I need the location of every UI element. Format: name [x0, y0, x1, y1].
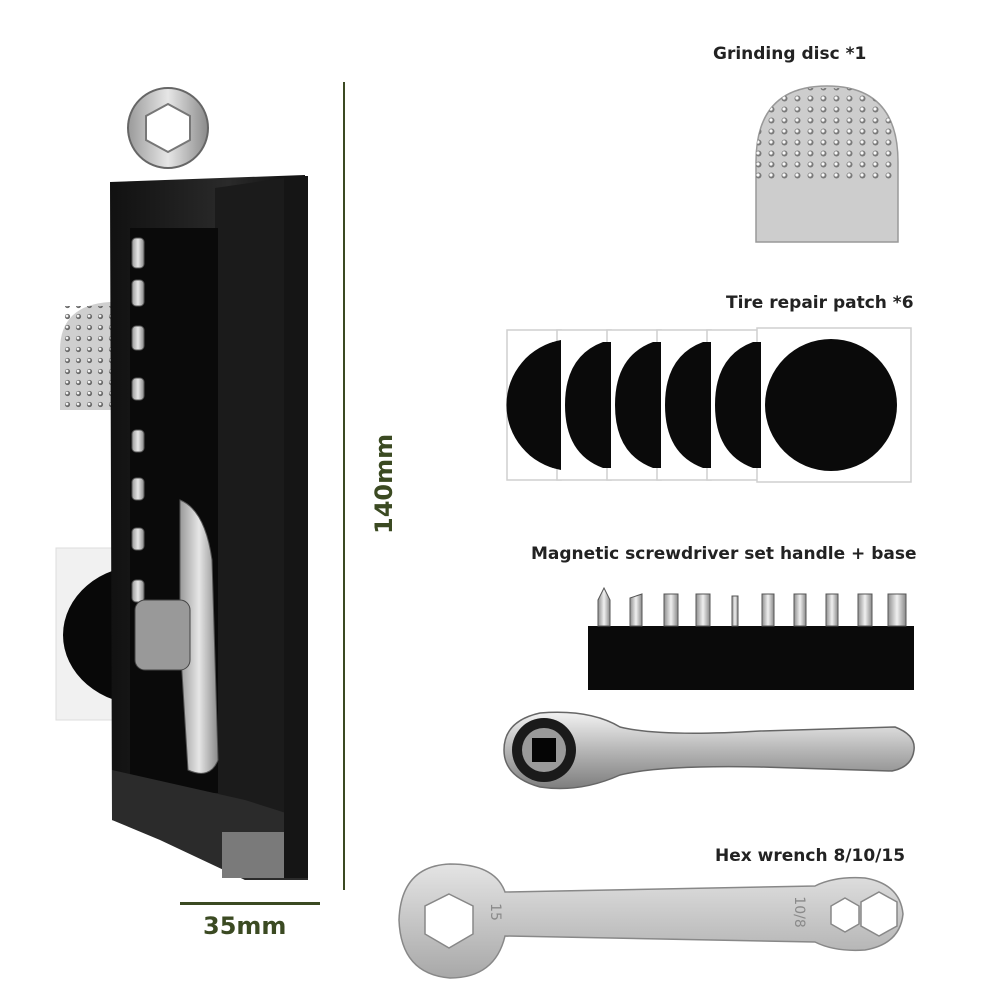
bit-holder-base	[588, 586, 914, 690]
screwdriver-set-label: Magnetic screwdriver set handle + base	[531, 544, 917, 564]
wrench-mark-left: 15	[487, 903, 503, 921]
wrench-ring-top	[127, 87, 209, 169]
tire-patch-label: Tire repair patch *6	[726, 293, 914, 313]
width-label: 35mm	[203, 912, 287, 940]
tool-case-image	[55, 87, 308, 880]
screwdriver-bits	[597, 586, 907, 627]
hex-wrench-label: Hex wrench 8/10/15	[715, 846, 906, 866]
height-dimension-line	[343, 82, 345, 890]
width-dimension-line	[180, 902, 320, 905]
grinding-disc-icon	[755, 85, 899, 243]
ratchet-handle-icon	[503, 711, 915, 790]
tire-patch-icon	[506, 339, 897, 471]
tire-patch-group	[506, 327, 912, 483]
height-label: 140mm	[370, 433, 398, 534]
hex-wrench-icon: 15 10/8	[398, 863, 904, 979]
wrench-mark-right: 10/8	[791, 896, 807, 927]
grinding-disc-label: Grinding disc *1	[713, 44, 867, 64]
